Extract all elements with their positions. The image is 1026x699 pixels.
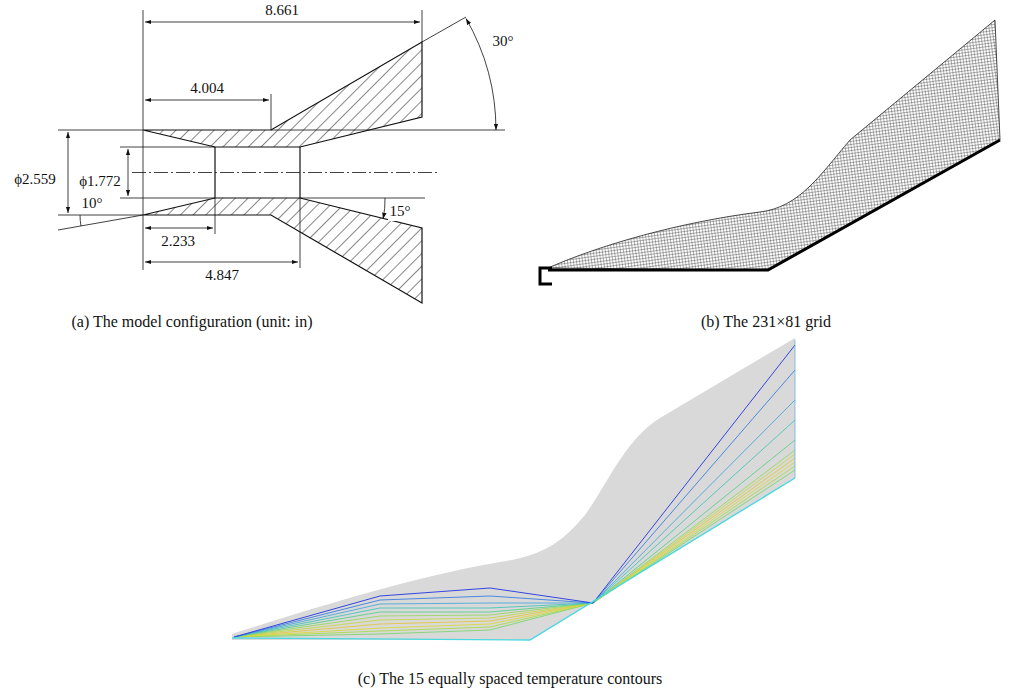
dimension-value: 8.661 [263,2,301,19]
angle-value: 15° [388,203,413,220]
dimension-value: 2.233 [159,233,197,250]
subfigure-caption: (c) The 15 equally spaced temperature co… [356,670,664,688]
dimension-lines [58,10,505,270]
lower-wall [143,198,422,303]
upper-wall [143,42,422,147]
angle-value: 10° [80,195,105,212]
dimension-value: 4.004 [188,80,226,97]
diameter-value: ϕ2.559 [12,171,58,188]
subfigure-caption: (b) The 231×81 grid [699,313,833,331]
center-line [132,172,438,173]
nozzle-drawing [132,42,438,303]
diameter-value: ϕ1.772 [77,173,123,190]
contour-figure [232,338,795,640]
angle-value: 30° [491,33,516,50]
grid-figure [540,20,1000,284]
subfigure-caption: (a) The model configuration (unit: in) [70,313,315,331]
dimension-value: 4.847 [203,267,241,284]
